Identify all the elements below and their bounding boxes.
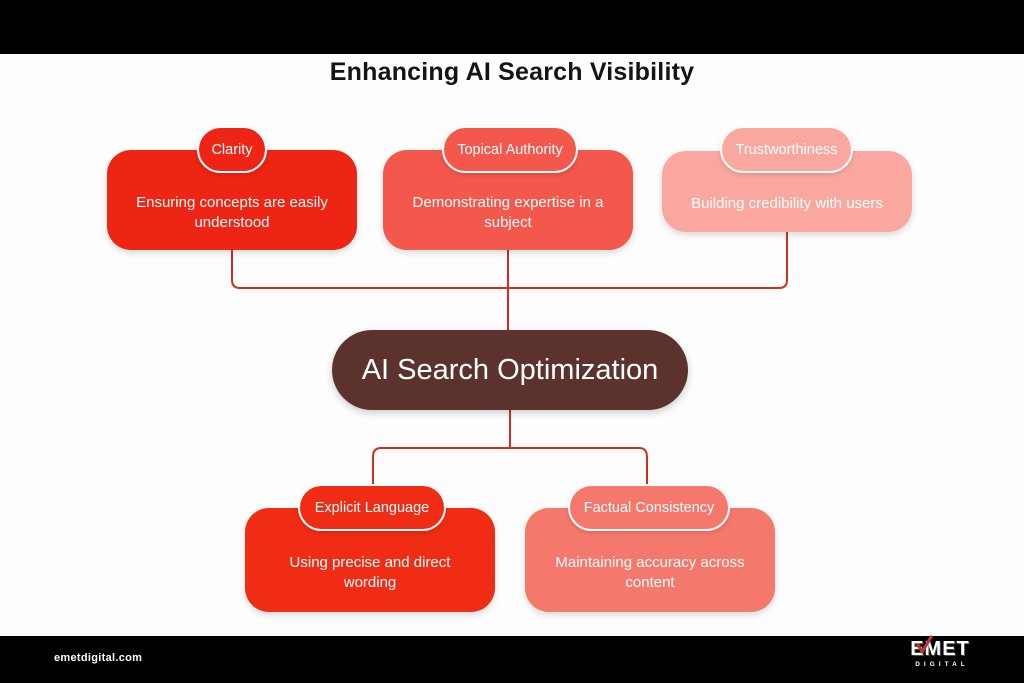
top-letterbox-bar bbox=[0, 0, 1024, 54]
logo-emet-text: EMET bbox=[910, 638, 970, 660]
node-trustworthiness-description: Building credibility with users bbox=[691, 195, 883, 213]
logo-digital-text: DIGITAL bbox=[915, 661, 969, 668]
node-factual-consistency-label: Factual Consistency bbox=[583, 499, 715, 516]
node-ai-search-optimization-label: AI Search Optimization bbox=[361, 353, 659, 386]
node-ai-search-optimization: AI Search Optimization bbox=[332, 330, 688, 410]
emet-digital-logo: EMET DIGITAL bbox=[900, 635, 980, 669]
connector-bottom-row bbox=[372, 447, 648, 487]
node-clarity-label-pill: Clarity bbox=[197, 126, 267, 173]
footer-website-url: emetdigital.com bbox=[54, 652, 143, 664]
node-explicit-language-label-pill: Explicit Language bbox=[298, 484, 446, 531]
logo-checkmark-icon bbox=[916, 635, 933, 654]
page-title: Enhancing AI Search Visibility bbox=[329, 58, 695, 86]
node-topical-authority-description: Demonstrating expertise in a subject bbox=[412, 193, 604, 231]
node-topical-authority-label-pill: Topical Authority bbox=[442, 126, 578, 173]
node-factual-consistency-description: Maintaining accuracy across content bbox=[555, 553, 745, 591]
node-topical-authority-label: Topical Authority bbox=[457, 141, 563, 158]
bottom-letterbox-bar bbox=[0, 636, 1024, 683]
node-explicit-language-label: Explicit Language bbox=[314, 499, 430, 516]
node-clarity-label: Clarity bbox=[211, 141, 253, 158]
node-factual-consistency-label-pill: Factual Consistency bbox=[568, 484, 730, 531]
node-explicit-language: Using precise and direct wording bbox=[245, 508, 495, 612]
node-trustworthiness-label-pill: Trustworthiness bbox=[720, 126, 853, 173]
node-clarity-description: Ensuring concepts are easily understood bbox=[136, 193, 328, 231]
node-trustworthiness-label: Trustworthiness bbox=[735, 141, 838, 158]
connector-top-row bbox=[231, 231, 788, 289]
node-explicit-language-description: Using precise and direct wording bbox=[289, 553, 451, 591]
